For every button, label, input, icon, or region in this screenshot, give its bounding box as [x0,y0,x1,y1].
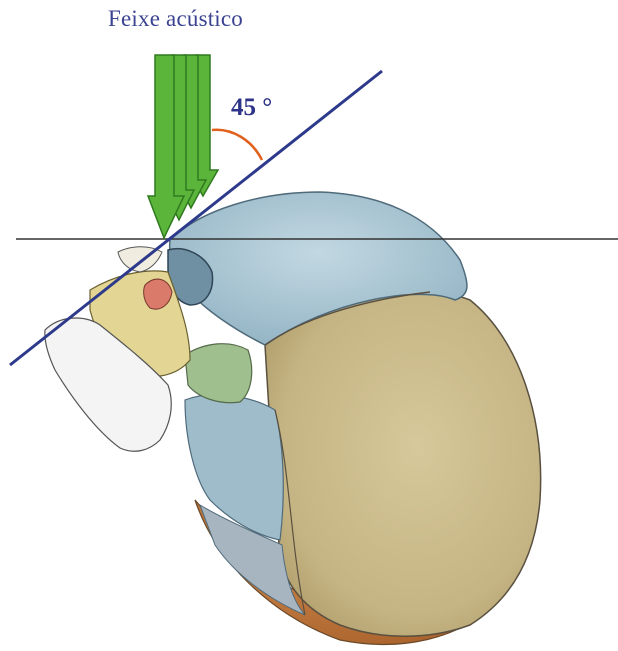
angle-label: 45 ° [231,94,272,122]
acoustic-beam-label: Feixe acústico [108,6,243,32]
angle-arc [212,130,262,160]
skull-illustration [45,192,541,644]
zygomatic-bone [185,344,252,403]
sphenoid-bone [185,395,283,540]
parietal-bone [265,292,541,636]
